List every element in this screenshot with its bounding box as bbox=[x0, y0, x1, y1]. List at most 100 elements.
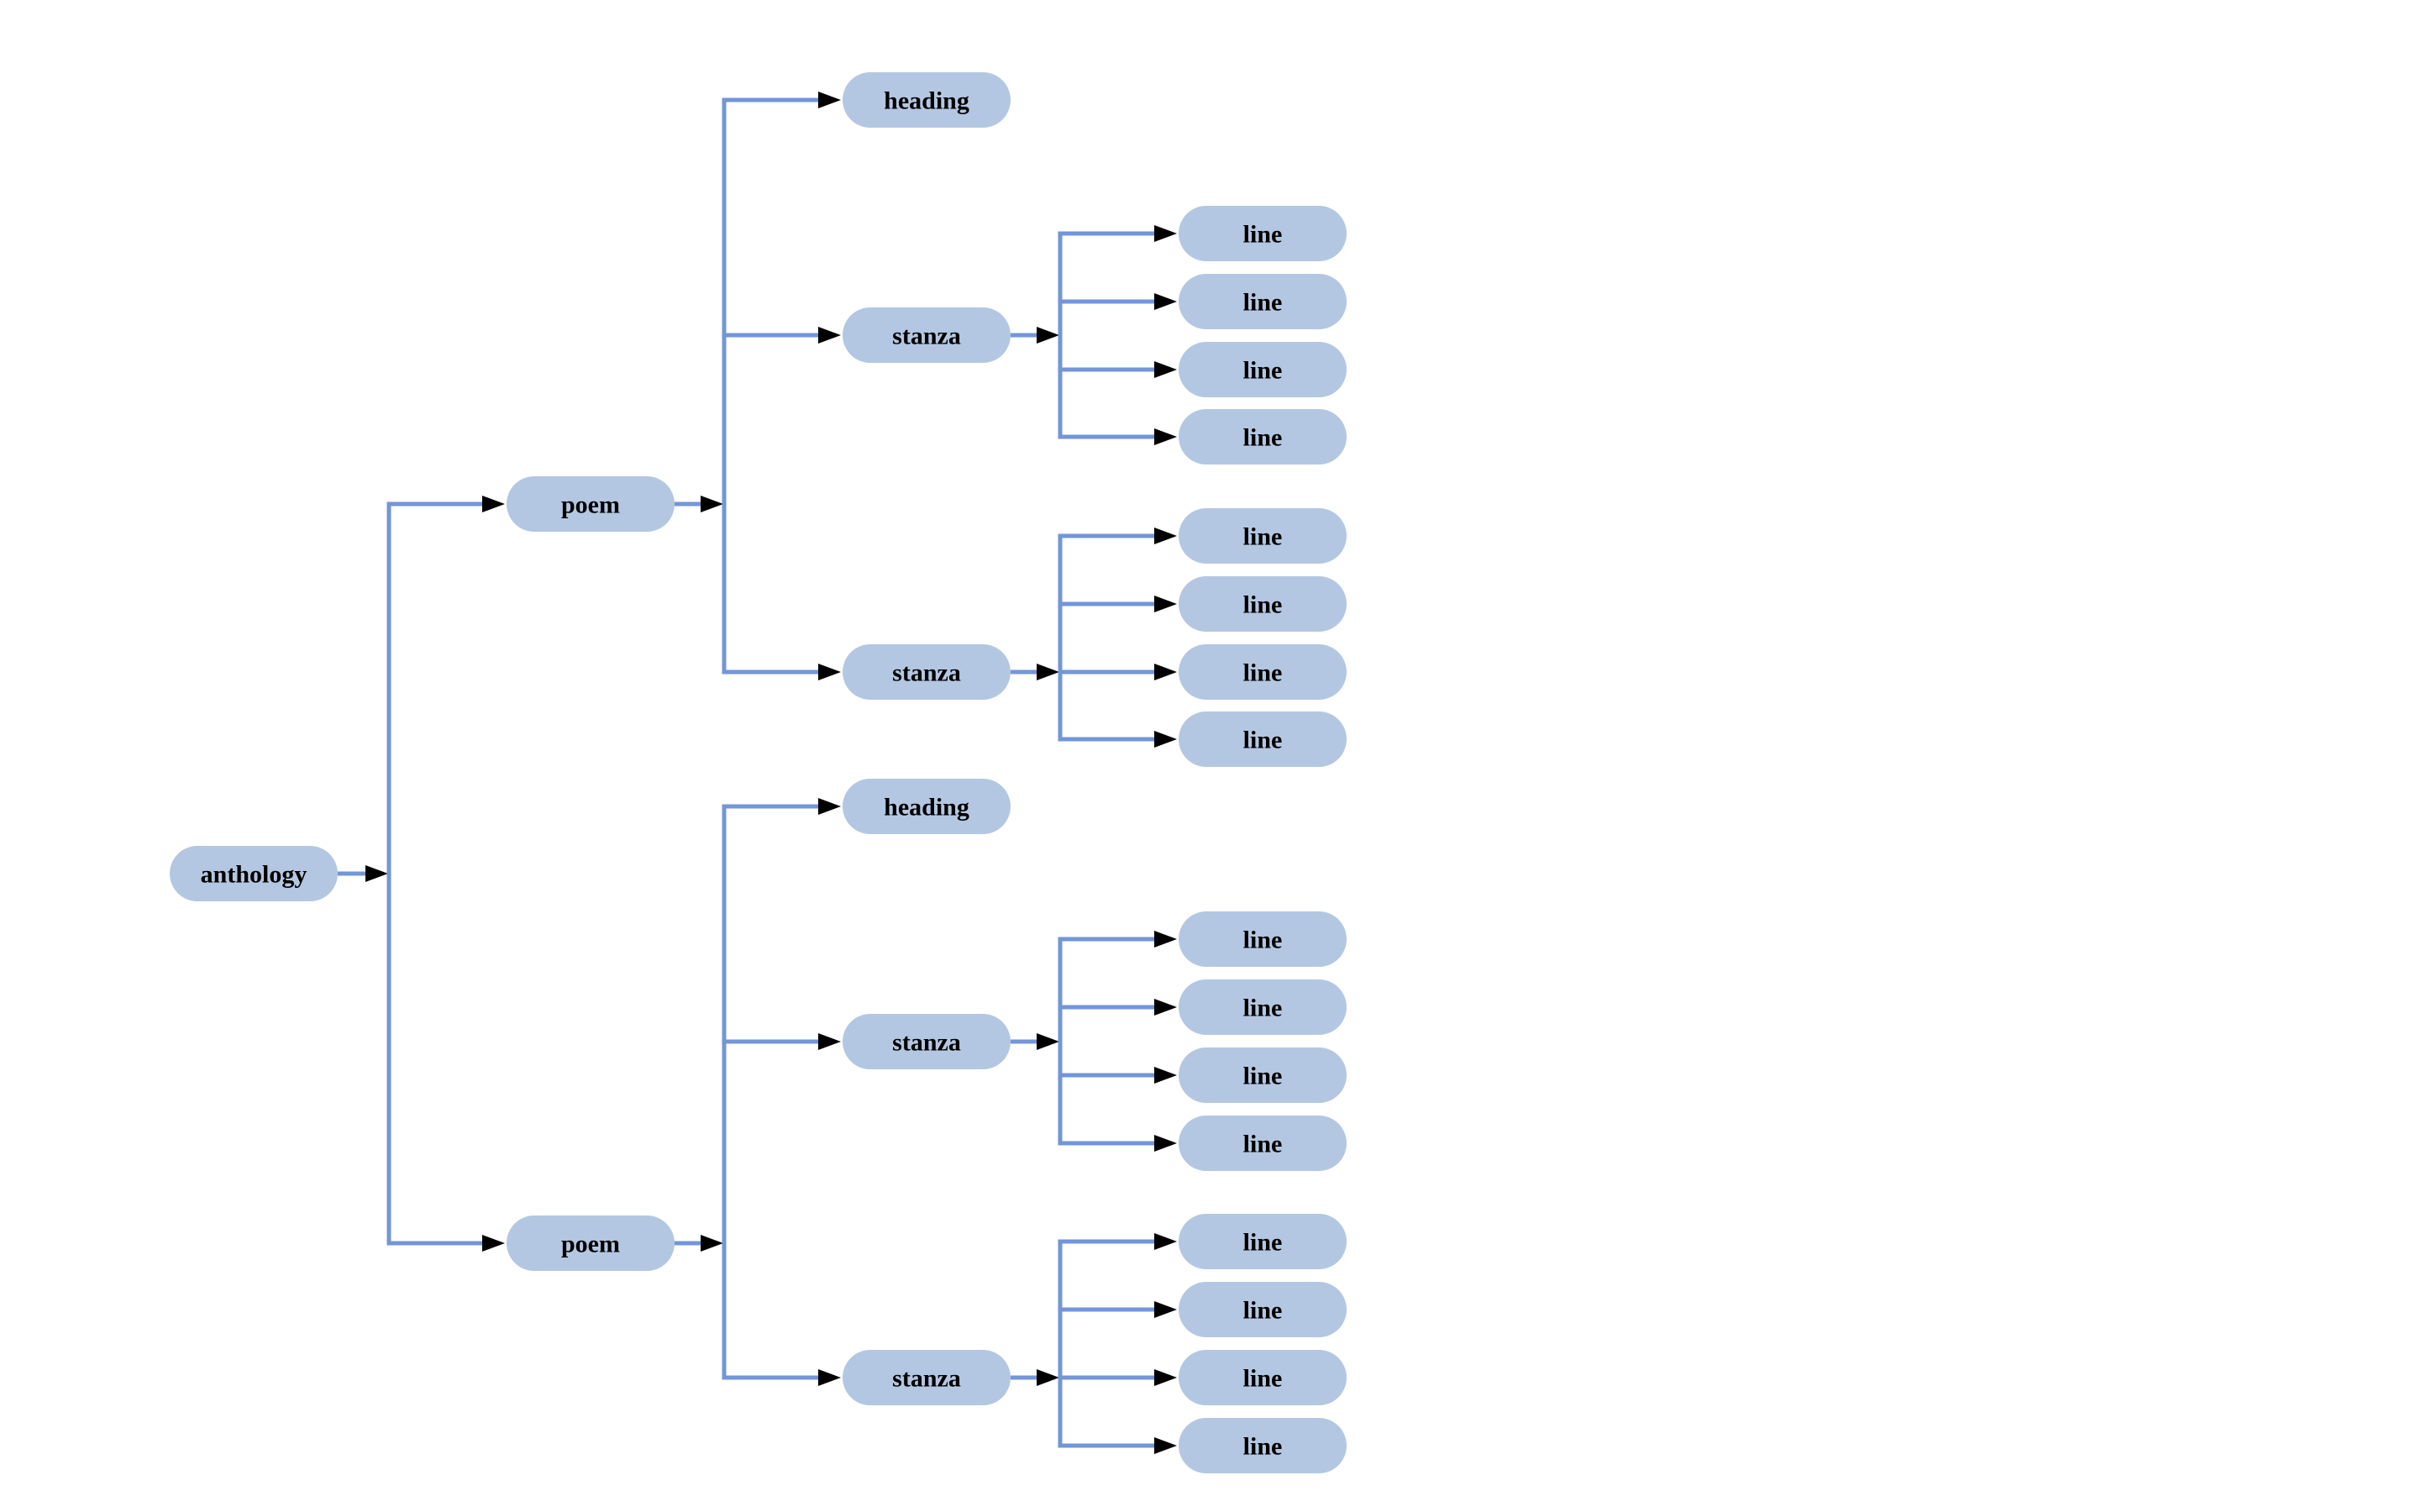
node-label: stanza bbox=[892, 1029, 961, 1057]
tree-node-stanza: stanza bbox=[843, 307, 1011, 363]
arrowhead-icon bbox=[1154, 1369, 1177, 1386]
arrowhead-icon bbox=[365, 865, 388, 882]
arrowhead-icon bbox=[1154, 1135, 1177, 1152]
node-pill bbox=[507, 1215, 675, 1271]
tree-node-stanza: stanza bbox=[843, 644, 1011, 700]
arrowhead-icon bbox=[701, 496, 723, 512]
tree-node-heading: heading bbox=[843, 72, 1011, 128]
tree-node-line: line bbox=[1179, 409, 1347, 465]
node-pill bbox=[843, 644, 1011, 700]
node-label: line bbox=[1243, 591, 1283, 619]
node-label: poem bbox=[561, 1231, 620, 1258]
node-pill bbox=[1179, 1214, 1347, 1269]
arrowhead-icon bbox=[482, 496, 505, 512]
tree-node-line: line bbox=[1179, 274, 1347, 329]
node-pill bbox=[1179, 979, 1347, 1035]
tree-node-line: line bbox=[1179, 508, 1347, 564]
node-label: line bbox=[1243, 221, 1283, 249]
tree-node-line: line bbox=[1179, 644, 1347, 700]
node-pill bbox=[843, 1014, 1011, 1069]
node-pill bbox=[507, 476, 675, 532]
node-pill bbox=[170, 846, 338, 901]
node-label: line bbox=[1243, 1365, 1283, 1393]
node-pill bbox=[1179, 1350, 1347, 1405]
connector-poem-children bbox=[675, 798, 841, 1386]
node-label: line bbox=[1243, 289, 1283, 317]
node-label: line bbox=[1243, 727, 1283, 754]
tree-node-line: line bbox=[1179, 1282, 1347, 1337]
tree-node-heading: heading bbox=[843, 779, 1011, 834]
arrowhead-icon bbox=[1154, 596, 1177, 612]
arrowhead-icon bbox=[1154, 1301, 1177, 1318]
node-label: heading bbox=[884, 794, 969, 822]
node-pill bbox=[843, 1350, 1011, 1405]
node-pill bbox=[1179, 1418, 1347, 1473]
arrowhead-icon bbox=[818, 1033, 841, 1050]
arrowhead-icon bbox=[482, 1235, 505, 1252]
arrowhead-icon bbox=[701, 1235, 723, 1252]
node-pill bbox=[1179, 206, 1347, 261]
tree-node-line: line bbox=[1179, 206, 1347, 261]
arrowhead-icon bbox=[1154, 999, 1177, 1016]
node-pill bbox=[843, 779, 1011, 834]
tree-node-line: line bbox=[1179, 711, 1347, 767]
tree-node-poem: poem bbox=[507, 476, 675, 532]
node-pill bbox=[1179, 1047, 1347, 1103]
tree-node-line: line bbox=[1179, 1047, 1347, 1103]
tree-node-line: line bbox=[1179, 1116, 1347, 1171]
node-label: poem bbox=[561, 491, 620, 519]
tree-node-line: line bbox=[1179, 911, 1347, 967]
arrowhead-icon bbox=[1037, 1369, 1059, 1386]
tree-node-line: line bbox=[1179, 979, 1347, 1035]
arrowhead-icon bbox=[1154, 361, 1177, 378]
arrowhead-icon bbox=[1037, 327, 1059, 344]
tree-node-line: line bbox=[1179, 1214, 1347, 1269]
connector-stanza-children bbox=[1011, 1233, 1177, 1454]
node-pill bbox=[1179, 409, 1347, 465]
arrowhead-icon bbox=[818, 798, 841, 815]
connector-stanza-children bbox=[1011, 931, 1177, 1152]
node-label: line bbox=[1243, 1297, 1283, 1325]
arrowhead-icon bbox=[818, 1369, 841, 1386]
arrowhead-icon bbox=[1154, 1233, 1177, 1250]
tree-node-stanza: stanza bbox=[843, 1350, 1011, 1405]
node-label: line bbox=[1243, 1433, 1283, 1461]
tree-node-anthology: anthology bbox=[170, 846, 338, 901]
node-pill bbox=[1179, 342, 1347, 397]
arrowhead-icon bbox=[1154, 528, 1177, 544]
connector-poem-children bbox=[675, 92, 841, 680]
arrowhead-icon bbox=[1154, 1067, 1177, 1084]
node-pill bbox=[1179, 644, 1347, 700]
connector-stanza-children bbox=[1011, 528, 1177, 748]
node-label: line bbox=[1243, 995, 1283, 1022]
arrowhead-icon bbox=[1154, 1437, 1177, 1454]
tree-node-line: line bbox=[1179, 1418, 1347, 1473]
node-pill bbox=[843, 72, 1011, 128]
node-label: line bbox=[1243, 1063, 1283, 1090]
node-pill bbox=[1179, 1116, 1347, 1171]
node-label: line bbox=[1243, 357, 1283, 385]
node-label: stanza bbox=[892, 323, 961, 350]
node-pill bbox=[1179, 576, 1347, 632]
tree-node-stanza: stanza bbox=[843, 1014, 1011, 1069]
node-label: stanza bbox=[892, 659, 961, 687]
tree-node-line: line bbox=[1179, 342, 1347, 397]
connector-anthology-children bbox=[338, 496, 505, 1252]
node-label: line bbox=[1243, 424, 1283, 452]
arrowhead-icon bbox=[1154, 731, 1177, 748]
node-label: heading bbox=[884, 87, 969, 115]
node-pill bbox=[1179, 911, 1347, 967]
node-label: stanza bbox=[892, 1365, 961, 1393]
node-label: line bbox=[1243, 927, 1283, 954]
tree-node-poem: poem bbox=[507, 1215, 675, 1271]
node-label: line bbox=[1243, 659, 1283, 687]
arrowhead-icon bbox=[1154, 293, 1177, 310]
arrowhead-icon bbox=[1037, 664, 1059, 680]
arrowhead-icon bbox=[1154, 664, 1177, 680]
connector-stanza-children bbox=[1011, 225, 1177, 445]
node-label: line bbox=[1243, 1229, 1283, 1257]
tree-node-line: line bbox=[1179, 576, 1347, 632]
arrowhead-icon bbox=[818, 664, 841, 680]
